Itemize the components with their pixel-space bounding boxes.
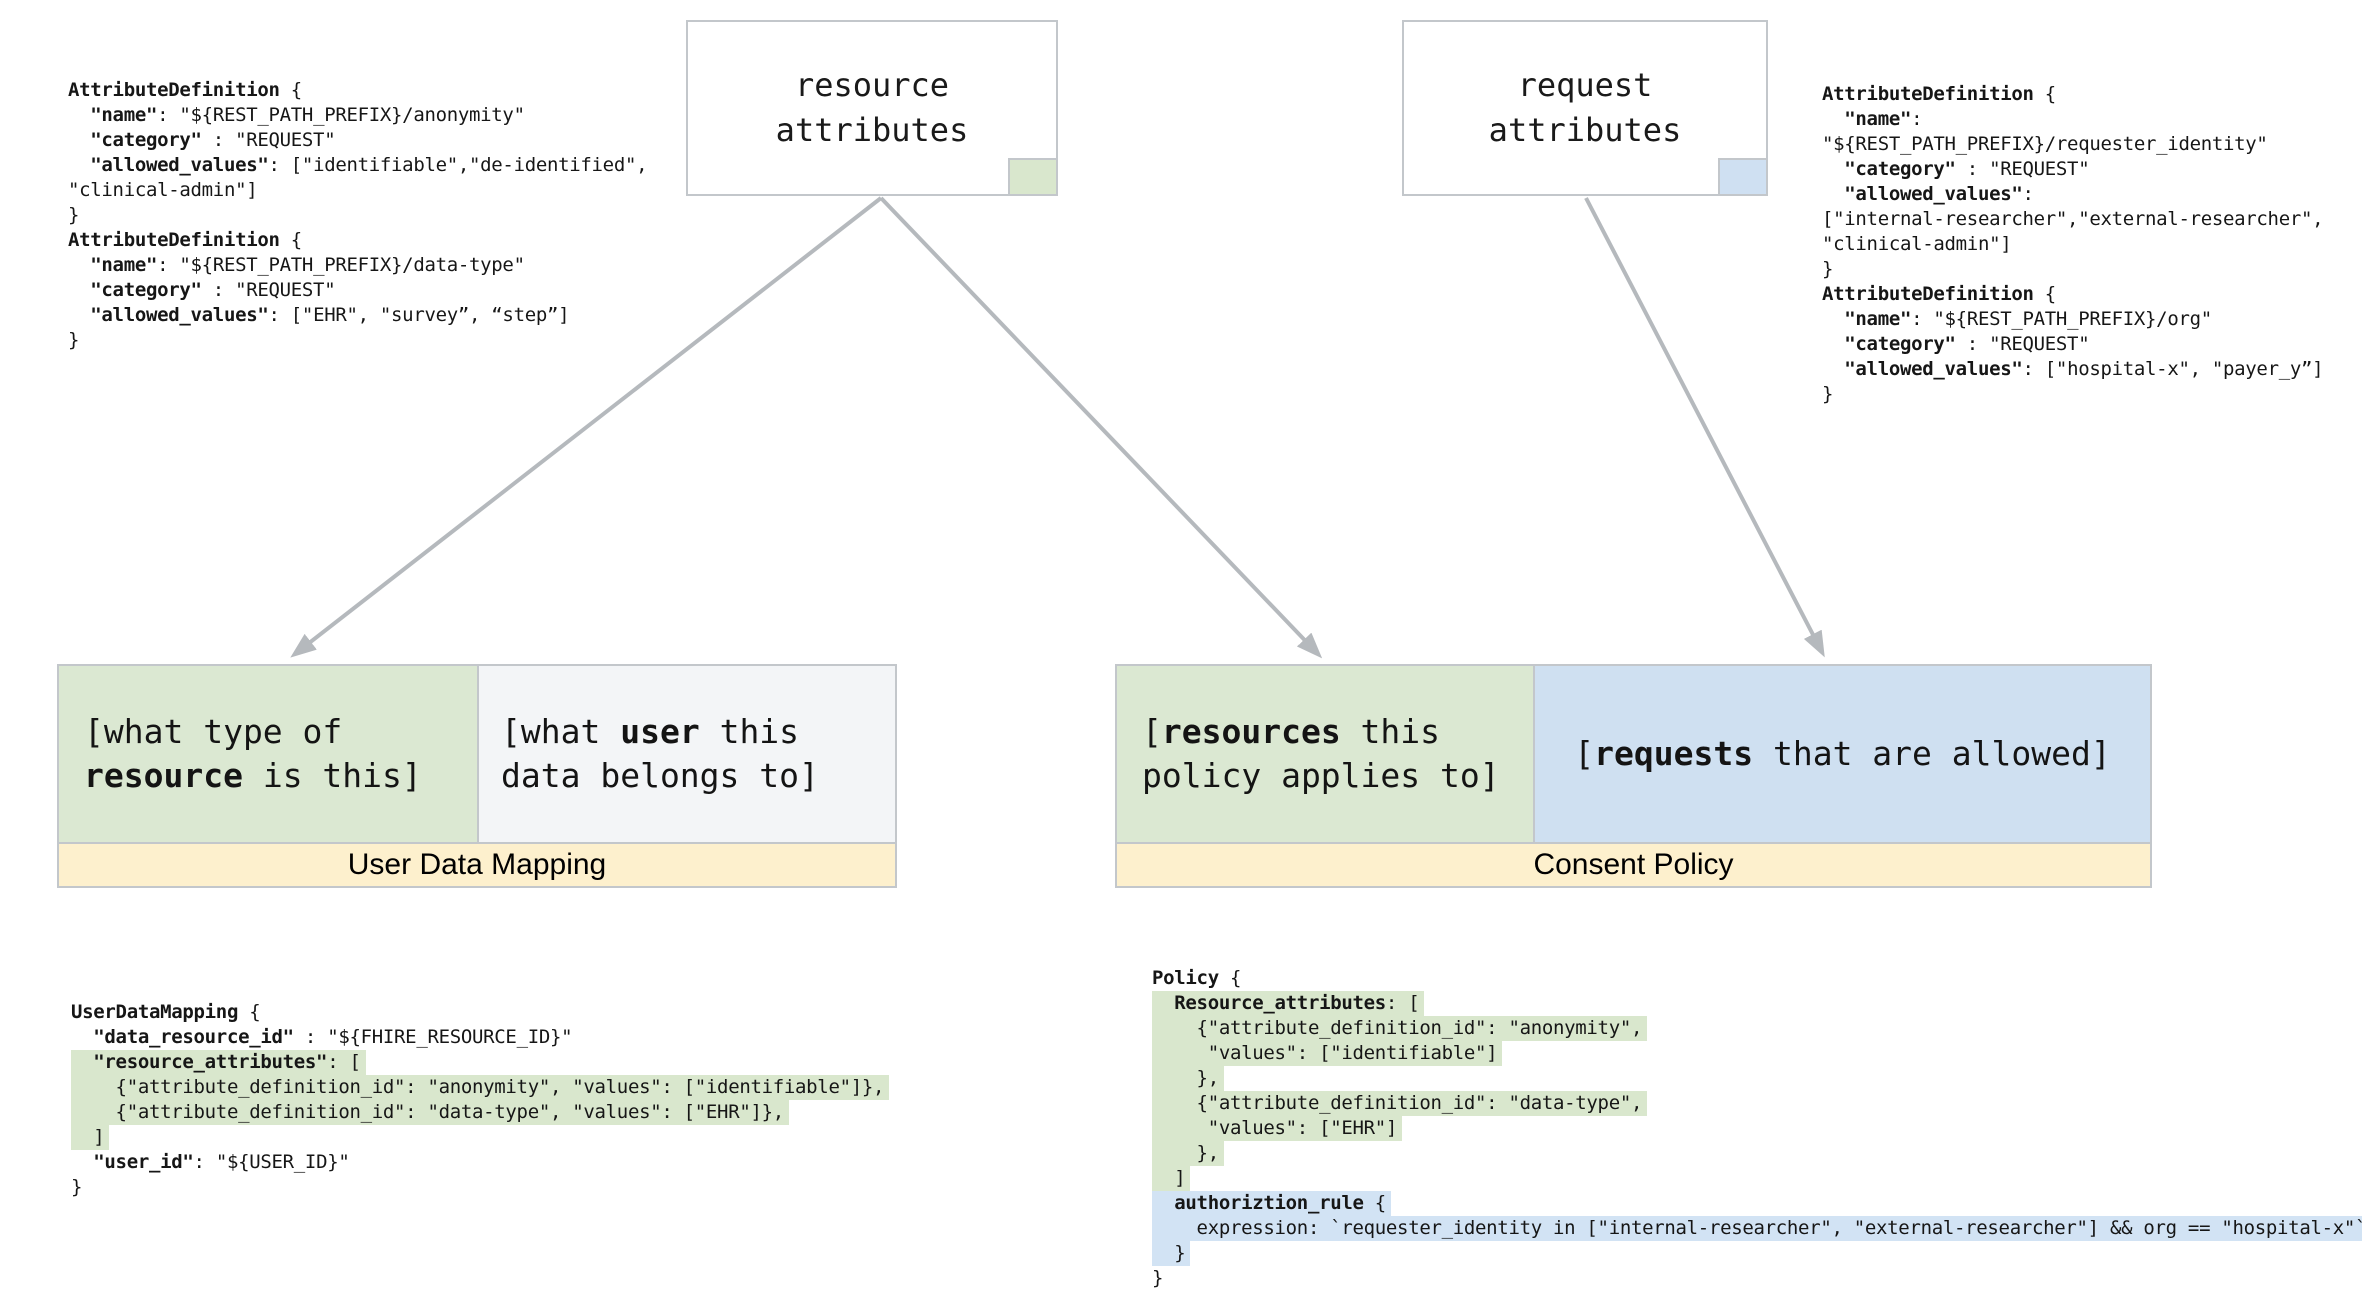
highlighted-code-line: ] [1152, 1166, 1191, 1191]
highlighted-code-line: expression: `requester_identity in ["int… [1152, 1216, 2362, 1241]
highlighted-code-line: } [1152, 1241, 1191, 1266]
code-line: "name": [1844, 108, 1923, 130]
code-line: AttributeDefinition { [68, 79, 302, 101]
arrow-resource-to-consent-policy [879, 196, 1323, 659]
code-line: } [1822, 258, 1834, 280]
user-data-mapping-label-text: User Data Mapping [347, 848, 607, 881]
code-line: {"attribute_definition_id": "data-type",… [71, 1100, 889, 1125]
code-line: ] [1152, 1166, 2362, 1191]
code-line: } [68, 329, 80, 351]
highlighted-code-line: Resource_attributes: [ [1152, 991, 1425, 1016]
code-line: "user_id": "${USER_ID}" [93, 1151, 350, 1173]
resource-type-cell: [what type of resource is this] [59, 666, 477, 842]
highlighted-code-line: "values": ["EHR"] [1152, 1116, 1403, 1141]
code-line: "name": "${REST_PATH_PREFIX}/anonymity" [90, 104, 525, 126]
code-line: "name": "${REST_PATH_PREFIX}/org" [1844, 308, 2212, 330]
code-line: } [1152, 1241, 2362, 1266]
code-line: Resource_attributes: [ [1152, 991, 2362, 1016]
code-line: ["internal-researcher","external-researc… [1822, 208, 2324, 230]
arrow-request-to-consent-policy [1584, 197, 1825, 658]
code-line: "allowed_values": ["EHR", "survey”, “ste… [90, 304, 570, 326]
policy-code: Policy { Resource_attributes: [ {"attrib… [1152, 966, 2362, 1291]
request-attribute-definitions-code: AttributeDefinition { "name": "${REST_PAT… [1822, 82, 2324, 407]
resource-color-chip [1008, 158, 1058, 196]
code-line: "resource_attributes": [ [71, 1050, 889, 1075]
code-line: "category" : "REQUEST" [1844, 333, 2090, 355]
code-line: }, [1152, 1066, 2362, 1091]
highlighted-code-line: }, [1152, 1066, 1224, 1091]
code-line: }, [1152, 1141, 2362, 1166]
policy-requests-cell-text: [requests that are allowed] [1574, 734, 2111, 773]
code-line: "allowed_values": [1844, 183, 2034, 205]
code-line: } [1822, 383, 1834, 405]
highlighted-code-line: {"attribute_definition_id": "data-type",… [71, 1100, 789, 1125]
code-line: "name": "${REST_PATH_PREFIX}/data-type" [90, 254, 525, 276]
consent-policy-label-text: Consent Policy [1533, 848, 1734, 881]
policy-resources-cell-text: [resources this policy applies to] [1142, 712, 1500, 795]
resource-attributes-title: resource attributes [775, 66, 969, 149]
code-line: expression: `requester_identity in ["int… [1152, 1216, 2362, 1241]
highlighted-code-line: "values": ["identifiable"] [1152, 1041, 1503, 1066]
user-data-mapping-label: User Data Mapping [59, 842, 895, 886]
code-line: } [1152, 1267, 1164, 1289]
code-line: "category" : "REQUEST" [90, 129, 336, 151]
code-line: AttributeDefinition { [1822, 283, 2056, 305]
code-line: "clinical-admin"] [68, 179, 258, 201]
user-cell-text: [what user this data belongs to] [501, 712, 819, 795]
code-line: "allowed_values": ["identifiable","de-id… [90, 154, 648, 176]
code-line: {"attribute_definition_id": "anonymity",… [71, 1075, 890, 1100]
code-line: authoriztion_rule { [1152, 1191, 2362, 1216]
code-line: "allowed_values": ["hospital-x", "payer_… [1844, 358, 2324, 380]
code-line: ] [71, 1125, 889, 1150]
highlighted-code-line: "resource_attributes": [ [71, 1050, 366, 1075]
user-data-mapping-cells: [what type of resource is this] [what us… [59, 666, 895, 842]
code-line: "${REST_PATH_PREFIX}/requester_identity" [1822, 133, 2268, 155]
highlighted-code-line: {"attribute_definition_id": "data-type", [1152, 1091, 1648, 1116]
highlighted-code-line: {"attribute_definition_id": "anonymity",… [71, 1075, 890, 1100]
code-line: } [68, 204, 80, 226]
request-attributes-title: request attributes [1488, 66, 1682, 149]
user-data-mapping-box: [what type of resource is this] [what us… [57, 664, 897, 888]
highlighted-code-line: authoriztion_rule { [1152, 1191, 1391, 1216]
user-data-mapping-code: UserDataMapping { "data_resource_id" : "… [71, 1000, 890, 1200]
policy-requests-cell: [requests that are allowed] [1533, 666, 2150, 842]
code-line: Policy { [1152, 967, 1242, 989]
request-color-chip [1718, 158, 1768, 196]
code-line: "values": ["identifiable"] [1152, 1041, 2362, 1066]
code-line: "clinical-admin"] [1822, 233, 2012, 255]
code-line: {"attribute_definition_id": "anonymity", [1152, 1016, 2362, 1041]
resource-attribute-definitions-code: AttributeDefinition { "name": "${REST_PA… [68, 78, 648, 353]
code-line: AttributeDefinition { [1822, 83, 2056, 105]
consent-policy-label: Consent Policy [1117, 842, 2150, 886]
code-line: AttributeDefinition { [68, 229, 302, 251]
code-line: UserDataMapping { [71, 1001, 261, 1023]
highlighted-code-line: {"attribute_definition_id": "anonymity", [1152, 1016, 1648, 1041]
code-line: "values": ["EHR"] [1152, 1116, 2362, 1141]
code-line: {"attribute_definition_id": "data-type", [1152, 1091, 2362, 1116]
consent-policy-cells: [resources this policy applies to] [requ… [1117, 666, 2150, 842]
code-line: "category" : "REQUEST" [90, 279, 336, 301]
policy-resources-cell: [resources this policy applies to] [1117, 666, 1533, 842]
user-cell: [what user this data belongs to] [477, 666, 895, 842]
code-line: } [71, 1176, 83, 1198]
request-attributes-box: request attributes [1402, 20, 1768, 196]
highlighted-code-line: ] [71, 1125, 110, 1150]
highlighted-code-line: }, [1152, 1141, 1224, 1166]
consent-policy-box: [resources this policy applies to] [requ… [1115, 664, 2152, 888]
code-line: "data_resource_id" : "${FHIRE_RESOURCE_I… [93, 1026, 573, 1048]
resource-attributes-box: resource attributes [686, 20, 1058, 196]
resource-type-cell-text: [what type of resource is this] [84, 712, 422, 795]
code-line: "category" : "REQUEST" [1844, 158, 2090, 180]
